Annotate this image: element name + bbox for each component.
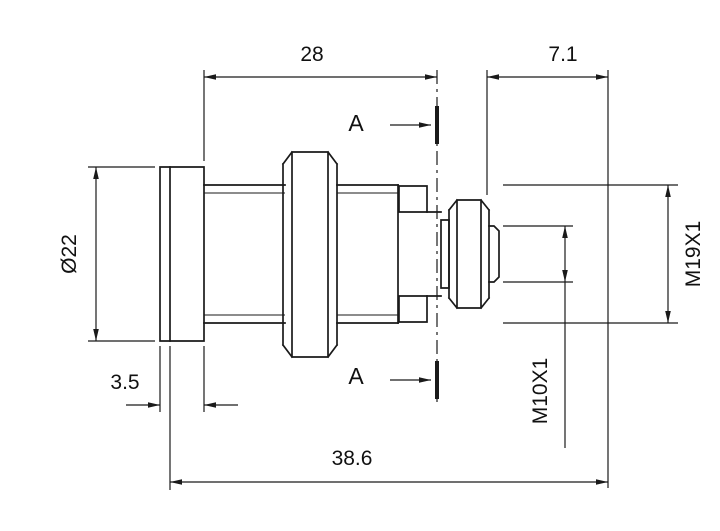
dim-label-28: 28 — [300, 43, 324, 66]
diameter-label: Ø22 — [58, 234, 81, 274]
thread-lines — [204, 192, 398, 316]
thread-label-m19: M19X1 — [682, 220, 705, 288]
part-outline — [159, 150, 500, 359]
thread-label-m10: M10X1 — [529, 357, 552, 425]
extension-lines — [88, 70, 678, 490]
dim-label-7-1: 7.1 — [548, 43, 578, 66]
section-label-top: A — [348, 110, 364, 136]
overall-length-label: 38.6 — [331, 447, 373, 470]
thickness-label: 3.5 — [110, 371, 140, 394]
section-label-bottom: A — [348, 363, 364, 389]
section-arrows — [390, 122, 431, 383]
dimension-lines — [93, 74, 671, 485]
